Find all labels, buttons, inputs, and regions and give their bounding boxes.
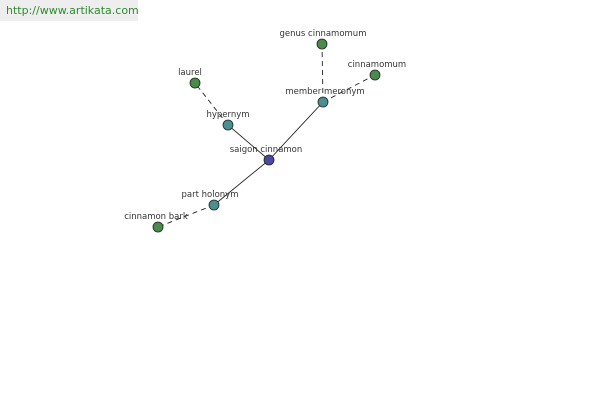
edge-part-holonym-to-cinnamon-bark <box>157 204 215 228</box>
node-hypernym[interactable] <box>222 119 234 131</box>
node-part-holonym[interactable] <box>208 199 220 211</box>
node-cinnamon-bark[interactable] <box>152 221 164 233</box>
labels-layer: saigon cinnamon hypernym member meronym par… <box>124 29 406 222</box>
edge-saigon-cinnamon-to-hypernym <box>227 124 270 161</box>
node-member-meronym[interactable] <box>317 96 329 108</box>
node-label-member-meronym[interactable]: member meronym <box>285 87 364 97</box>
node-label-part-holonym[interactable]: part holonym <box>182 190 239 200</box>
edges-layer <box>157 43 376 228</box>
site-url-link[interactable]: http://www.artikata.com <box>0 0 139 21</box>
node-cinnamomum[interactable] <box>369 69 381 81</box>
edge-member-meronym-to-genus-cinnamomum <box>321 43 324 103</box>
node-label-cinnamomum[interactable]: cinnamomum <box>348 60 406 70</box>
edge-member-meronym-to-cinnamomum <box>322 74 376 103</box>
edge-saigon-cinnamon-to-member-meronym <box>268 101 324 161</box>
node-label-saigon-cinnamon[interactable]: saigon cinnamon <box>230 145 303 155</box>
node-label-laurel[interactable]: laurel <box>178 68 202 78</box>
nodes-layer <box>152 38 381 233</box>
node-label-cinnamon-bark[interactable]: cinnamon bark <box>124 212 188 222</box>
node-laurel[interactable] <box>189 77 201 89</box>
node-saigon-cinnamon[interactable] <box>263 154 275 166</box>
edge-saigon-cinnamon-to-part-holonym <box>213 159 270 206</box>
node-label-hypernym[interactable]: hypernym <box>206 110 249 120</box>
node-genus-cinnamomum[interactable] <box>316 38 328 50</box>
node-label-genus-cinnamomum[interactable]: genus cinnamomum <box>280 29 367 39</box>
